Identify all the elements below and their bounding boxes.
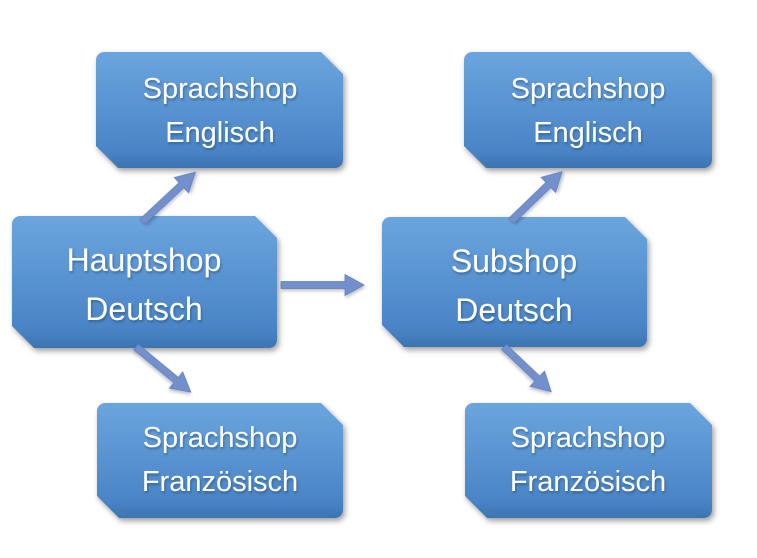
node-hauptshop-deutsch: Hauptshop Deutsch — [12, 216, 277, 348]
arrow-hauptshop-to-subshop — [280, 273, 365, 297]
node-subshop-deutsch-shape — [382, 217, 647, 347]
node-sprachshop-franzoesisch-right: Sprachshop Französisch — [465, 403, 712, 518]
node-sprachshop-franzoesisch-left-label-line2: Französisch — [142, 466, 298, 498]
node-subshop-deutsch-label-line1: Subshop — [451, 243, 577, 279]
node-sprachshop-franzoesisch-left-label-line1: Sprachshop — [143, 422, 298, 454]
node-sprachshop-franzoesisch-right-shape — [465, 403, 712, 518]
node-hauptshop-deutsch-label-line1: Hauptshop — [67, 242, 222, 278]
node-sprachshop-englisch-right-label-line1: Sprachshop — [511, 73, 666, 105]
node-sprachshop-englisch-left-label-line2: Englisch — [165, 117, 275, 149]
node-sprachshop-englisch-right-label-line2: Englisch — [533, 117, 643, 149]
node-sprachshop-franzoesisch-right-label-line1: Sprachshop — [511, 422, 666, 454]
arrow-subshop-to-sprachshop-englisch-right — [508, 171, 563, 225]
arrow-hauptshop-to-sprachshop-englisch-left — [139, 171, 196, 226]
node-sprachshop-englisch-left-shape — [96, 52, 343, 168]
node-hauptshop-deutsch-label-line2: Deutsch — [85, 291, 202, 327]
node-sprachshop-englisch-left-label-line1: Sprachshop — [143, 73, 298, 105]
node-sprachshop-englisch-right-shape — [464, 52, 712, 168]
arrow-hauptshop-to-sprachshop-franzoesisch-left — [133, 343, 192, 393]
node-hauptshop-deutsch-shape — [12, 216, 277, 348]
node-subshop-deutsch-label-line2: Deutsch — [455, 292, 572, 328]
node-sprachshop-franzoesisch-right-label-line2: Französisch — [510, 466, 666, 498]
node-subshop-deutsch: Subshop Deutsch — [382, 217, 647, 347]
node-sprachshop-franzoesisch-left-shape — [97, 403, 343, 518]
node-sprachshop-franzoesisch-left: Sprachshop Französisch — [97, 403, 343, 518]
node-sprachshop-englisch-right: Sprachshop Englisch — [464, 52, 712, 168]
node-sprachshop-englisch-left: Sprachshop Englisch — [96, 52, 343, 168]
arrow-subshop-to-sprachshop-franzoesisch-right — [501, 343, 552, 393]
